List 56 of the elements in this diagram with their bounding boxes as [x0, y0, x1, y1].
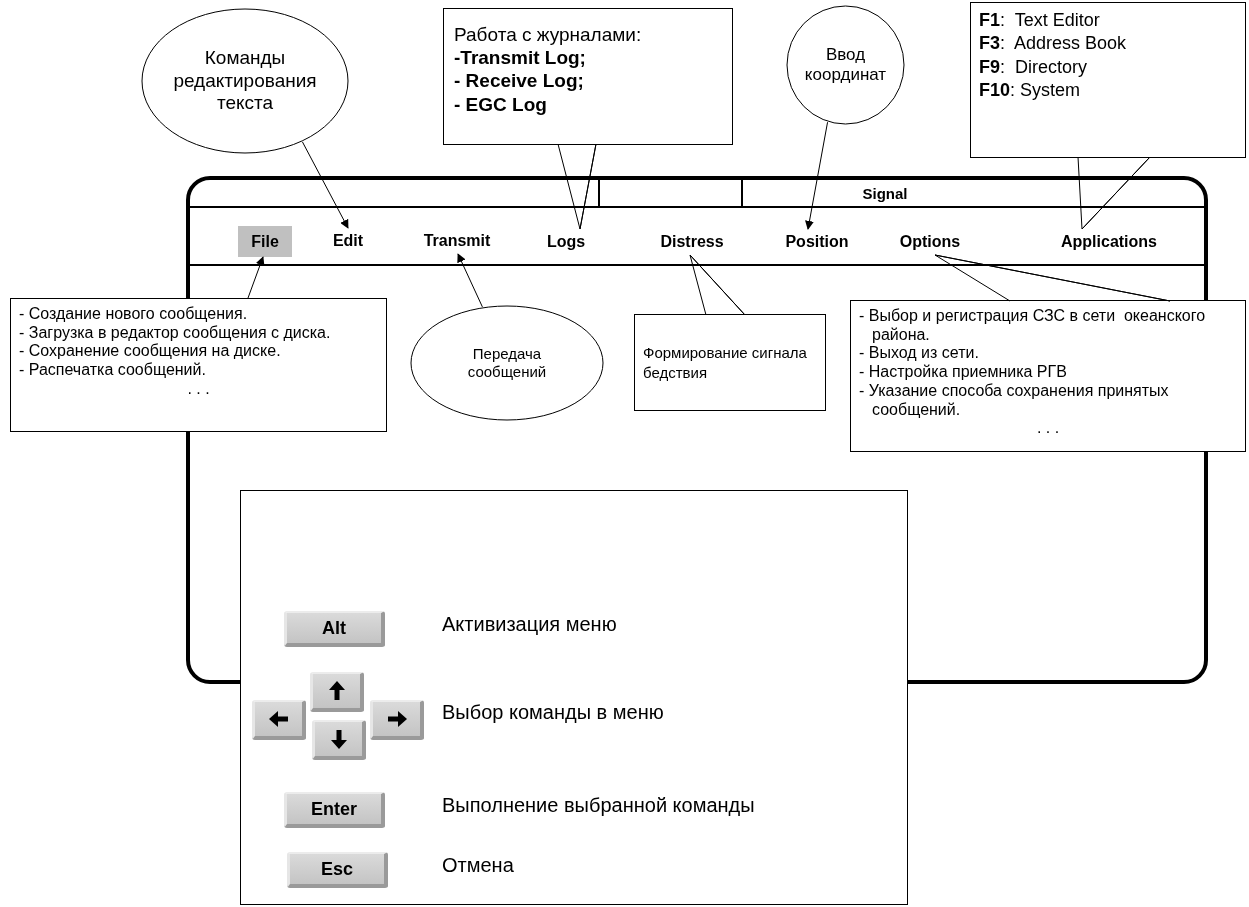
callout-text: . . . — [186, 379, 211, 399]
callout-text: - Создание нового сообщения. — [19, 305, 249, 324]
status-cell — [598, 180, 743, 207]
menu-item: Options — [893, 229, 967, 255]
arrow — [805, 121, 829, 230]
keyboard-key — [310, 672, 364, 712]
keyboard-legend-panel — [240, 490, 908, 905]
callout-text: - Сохранение сообщения на диске. — [19, 342, 282, 362]
callout-text: - Распечатка сообщений. — [19, 361, 207, 380]
menu-item: Edit — [326, 228, 370, 254]
callout-text: F1: Text Editor — [979, 9, 1101, 32]
callout-text: Формирование сигнала бедствия — [643, 343, 808, 382]
callout-ellipse — [410, 305, 604, 421]
callout-text: - Выбор и регистрация СЗС в сети океанского района. — [859, 307, 1207, 345]
callout-box — [443, 8, 733, 145]
callout-text: F9: Directory — [979, 55, 1089, 79]
key-description: Отмена — [442, 854, 514, 877]
arrow — [301, 141, 349, 229]
callout-ellipse — [786, 5, 905, 125]
status-label: Signal — [835, 180, 935, 207]
callout-text: - EGC Log — [454, 92, 548, 116]
callout-text: F10: System — [979, 79, 1082, 103]
menu-item: Logs — [538, 229, 594, 255]
callout-text: -Transmit Log; — [454, 46, 587, 70]
menu-item: Distress — [644, 229, 740, 255]
menu-item: Position — [772, 229, 862, 255]
key-description: Выбор команды в меню — [442, 701, 664, 724]
callout-ellipse — [141, 8, 349, 154]
key-description: Активизация меню — [442, 613, 617, 636]
keyboard-key — [312, 720, 366, 760]
callout-text: . . . — [1035, 419, 1061, 439]
callout-text: F3: Address Book — [979, 32, 1128, 56]
callout-box — [970, 2, 1246, 158]
callout-text: - Настройка приемника РГВ — [859, 363, 1068, 382]
callout-text: - Указание способа сохранения принятых сообщений. — [859, 381, 1170, 420]
callout-box — [850, 300, 1246, 452]
keyboard-key: Esc — [287, 852, 388, 888]
arrow — [247, 256, 265, 299]
key-description: Выполнение выбранной команды — [442, 794, 755, 817]
callout-text: - Receive Log; — [454, 69, 585, 93]
menu-item: Transmit — [408, 228, 506, 254]
keyboard-key: Enter — [284, 792, 385, 828]
menu-item: Applications — [1042, 229, 1176, 255]
callout-box — [634, 314, 826, 411]
callout-text: - Загрузка в редактор сообщения с диска. — [19, 323, 332, 343]
arrow — [457, 253, 483, 308]
callout-text: Команды редактирования текста — [172, 46, 318, 116]
callout-text: Ввод координат — [803, 44, 888, 86]
callout-box — [10, 298, 387, 432]
callout-text: Передача сообщений — [466, 345, 548, 381]
keyboard-key — [370, 700, 424, 740]
callout-text: - Выход из сети. — [859, 344, 980, 364]
callout-text: Работа с журналами: — [454, 23, 643, 47]
keyboard-key — [252, 700, 306, 740]
keyboard-key: Alt — [284, 611, 385, 647]
menu-item: File — [238, 226, 292, 257]
